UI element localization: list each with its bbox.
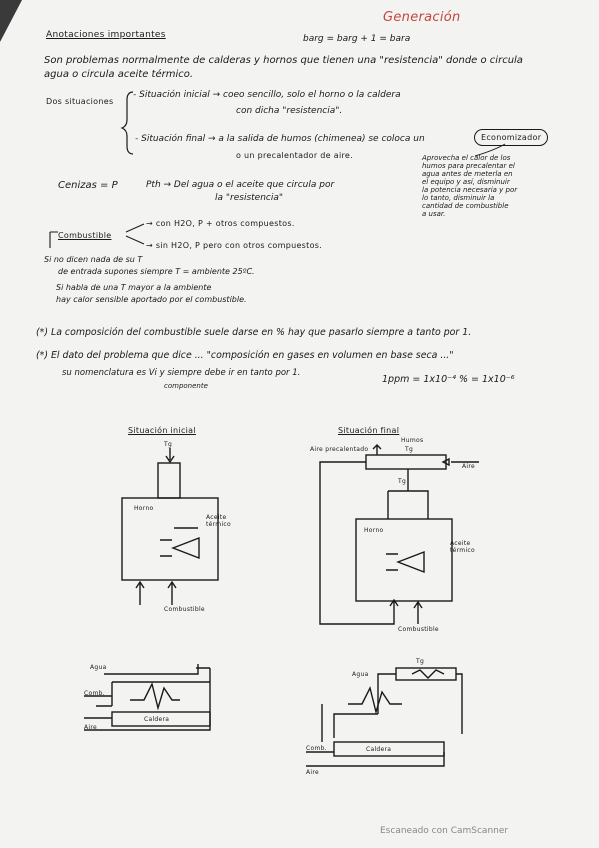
precalentador xyxy=(365,454,447,470)
aceite-final-label: Aceite térmico xyxy=(450,540,475,554)
aire-inicial-label: Aire xyxy=(84,724,97,731)
sit-final-line1: - Situación final → a la salida de humos… xyxy=(135,134,425,144)
combustible-label: Combustible xyxy=(58,231,112,240)
economizador-note: Aprovecha el calor de los humos para pre… xyxy=(422,154,562,218)
intro-paragraph: Son problemas normalmente de calderas y … xyxy=(44,55,523,80)
note-line: a usar. xyxy=(422,210,446,218)
page-title: Generación xyxy=(383,10,461,25)
note-line: Aprovecha el calor de los xyxy=(422,154,511,162)
economizador-final xyxy=(395,667,457,681)
tg-label: Tg xyxy=(164,441,173,448)
note-line: el equipo y así, disminuir xyxy=(422,178,510,186)
comb-inicial-label: Comb. xyxy=(84,690,105,697)
pth-line1: Pth → Del agua o el aceite que circula p… xyxy=(146,180,335,190)
horno-final xyxy=(355,518,453,602)
comb-line2: → sin H2O, P pero con otros compuestos. xyxy=(146,241,323,250)
pth-line2: la "resistencia" xyxy=(215,193,284,203)
note-line: la potencia necesaria y por xyxy=(422,186,518,194)
caldera-inicial-label: Caldera xyxy=(144,716,170,723)
temp-line4: hay calor sensible aportado por el combu… xyxy=(56,295,247,304)
chimney-inicial xyxy=(157,462,181,499)
page-corner-fold xyxy=(0,0,22,42)
comb-final-label: Comb. xyxy=(306,745,327,752)
temp-line3: Si habla de una T mayor a la ambiente xyxy=(56,283,212,292)
sit-inicial-line2: con dicha "resistencia". xyxy=(236,106,343,116)
horno-final-label: Horno xyxy=(364,527,384,534)
caldera-final-label: Caldera xyxy=(366,746,392,753)
formula: barg = barg + 1 = bara xyxy=(303,34,411,44)
diagram-sit-final-title: Situación final xyxy=(338,426,400,435)
comb-line1: → con H2O, P + otros compuestos. xyxy=(146,219,295,228)
note-line: humos para precalentar el xyxy=(422,162,515,170)
caldera-final xyxy=(333,741,445,757)
sit-final-line2: o un precalentador de aire. xyxy=(236,151,353,160)
aire-precal-label: Aire precalentado xyxy=(310,446,369,453)
economizador-badge: Economizador xyxy=(474,129,549,146)
aceite-label: Aceite térmico xyxy=(206,514,231,528)
tg-caldera-final-label: Tg xyxy=(416,658,425,665)
nota-componente: componente xyxy=(164,382,208,390)
temp-line2: de entrada supones siempre T = ambiente … xyxy=(58,267,255,276)
note-line: agua antes de meterla en xyxy=(422,170,513,178)
combustible-diag-label: Combustible xyxy=(164,606,205,613)
cenizas-label: Cenizas = P xyxy=(58,180,118,191)
temp-line1: Si no dicen nada de su T xyxy=(44,255,143,264)
horno-inicial xyxy=(121,497,219,581)
diagram-sit-inicial-title: Situación inicial xyxy=(128,426,196,435)
tg-final-label-2: Tg xyxy=(398,478,407,485)
aire-final-caldera-label: Aire xyxy=(306,769,319,776)
page-subtitle: Anotaciones importantes xyxy=(46,30,166,40)
ppm-formula: 1ppm = 1x10⁻⁴ % = 1x10⁻⁶ xyxy=(382,374,515,385)
note-line: lo tanto, disminuir la xyxy=(422,194,495,202)
tg-final-label: Tg xyxy=(405,446,414,453)
nota-nomenclatura: su nomenclatura es Vi y siempre debe ir … xyxy=(62,368,301,378)
agua-final-label: Agua xyxy=(352,671,369,678)
combustible-final-label: Combustible xyxy=(398,626,439,633)
sit-inicial-line1: - Situación inicial → coeo sencillo, sol… xyxy=(133,90,401,100)
nota-composicion: (*) La composición del combustible suele… xyxy=(36,327,472,338)
dos-situaciones-label: Dos situaciones xyxy=(46,97,114,106)
agua-inicial-label: Agua xyxy=(90,664,107,671)
nota-dato-problema: (*) El dato del problema que dice ... "c… xyxy=(36,350,454,361)
horno-label: Horno xyxy=(134,505,154,512)
note-line: cantidad de combustible xyxy=(422,202,509,210)
humos-label: Humos xyxy=(401,437,424,444)
aire-final-label: Aire xyxy=(462,463,475,470)
scanner-footer: Escaneado con CamScanner xyxy=(380,826,509,836)
